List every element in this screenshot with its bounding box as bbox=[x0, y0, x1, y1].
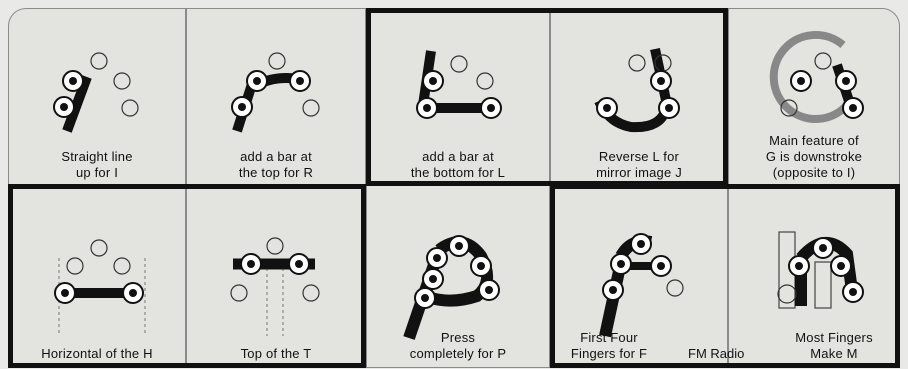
letter-h-diagram bbox=[9, 186, 187, 369]
panel-letter-t: Top of the T bbox=[186, 185, 366, 368]
caption-letter-t: Top of the T bbox=[187, 346, 365, 362]
panel-letter-h: Horizontal of the H bbox=[8, 185, 186, 368]
footer-label: FM Radio bbox=[688, 346, 744, 361]
letter-t-diagram bbox=[187, 186, 367, 369]
caption-letter-h: Horizontal of the H bbox=[9, 346, 185, 362]
